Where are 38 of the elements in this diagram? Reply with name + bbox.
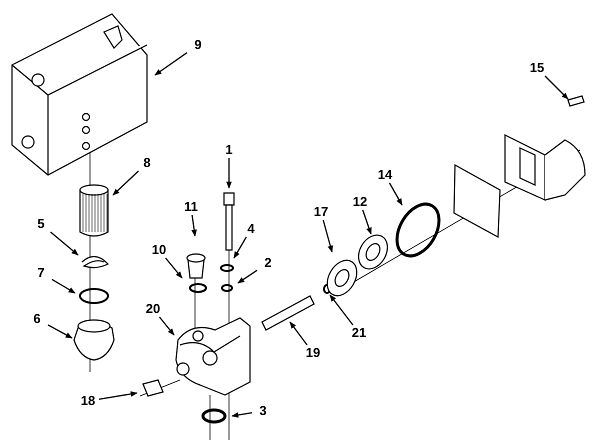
callout-number: 8 <box>137 156 157 170</box>
callout-number: 10 <box>149 243 169 257</box>
leader-line <box>329 294 354 326</box>
callout-number: 6 <box>27 312 47 326</box>
leader-line <box>231 412 252 418</box>
leader-line <box>233 236 247 259</box>
leader-line <box>322 220 334 253</box>
leader-line <box>158 316 174 336</box>
callout-number: 5 <box>31 217 51 231</box>
leader-line <box>48 324 73 339</box>
callout-number: 18 <box>78 394 98 408</box>
leader-line <box>154 52 188 76</box>
callout-number: 17 <box>311 205 331 219</box>
leader-line <box>112 170 139 196</box>
leader-line <box>388 182 403 206</box>
callout-number: 11 <box>181 200 201 214</box>
leader-line <box>191 214 197 237</box>
leader-line <box>362 210 372 235</box>
leader-line <box>52 278 76 294</box>
leader-line <box>165 258 182 279</box>
callout-number: 21 <box>349 326 369 340</box>
callout-number: 2 <box>258 256 278 270</box>
callout-number: 4 <box>241 222 261 236</box>
callout-number: 1 <box>219 143 239 157</box>
callout-number: 3 <box>253 404 273 418</box>
leader-line <box>50 232 79 256</box>
callout-number: 9 <box>188 38 208 52</box>
callout-number: 14 <box>375 168 395 182</box>
callout-number: 19 <box>303 346 323 360</box>
callout-number: 12 <box>350 195 370 209</box>
leader-line <box>237 270 258 284</box>
leader-line <box>289 321 308 346</box>
callout-number: 15 <box>527 61 547 75</box>
leader-line <box>226 158 232 189</box>
callout-number: 20 <box>143 302 163 316</box>
leader-line <box>98 391 138 400</box>
callout-number: 7 <box>31 266 51 280</box>
leader-line <box>544 76 568 100</box>
